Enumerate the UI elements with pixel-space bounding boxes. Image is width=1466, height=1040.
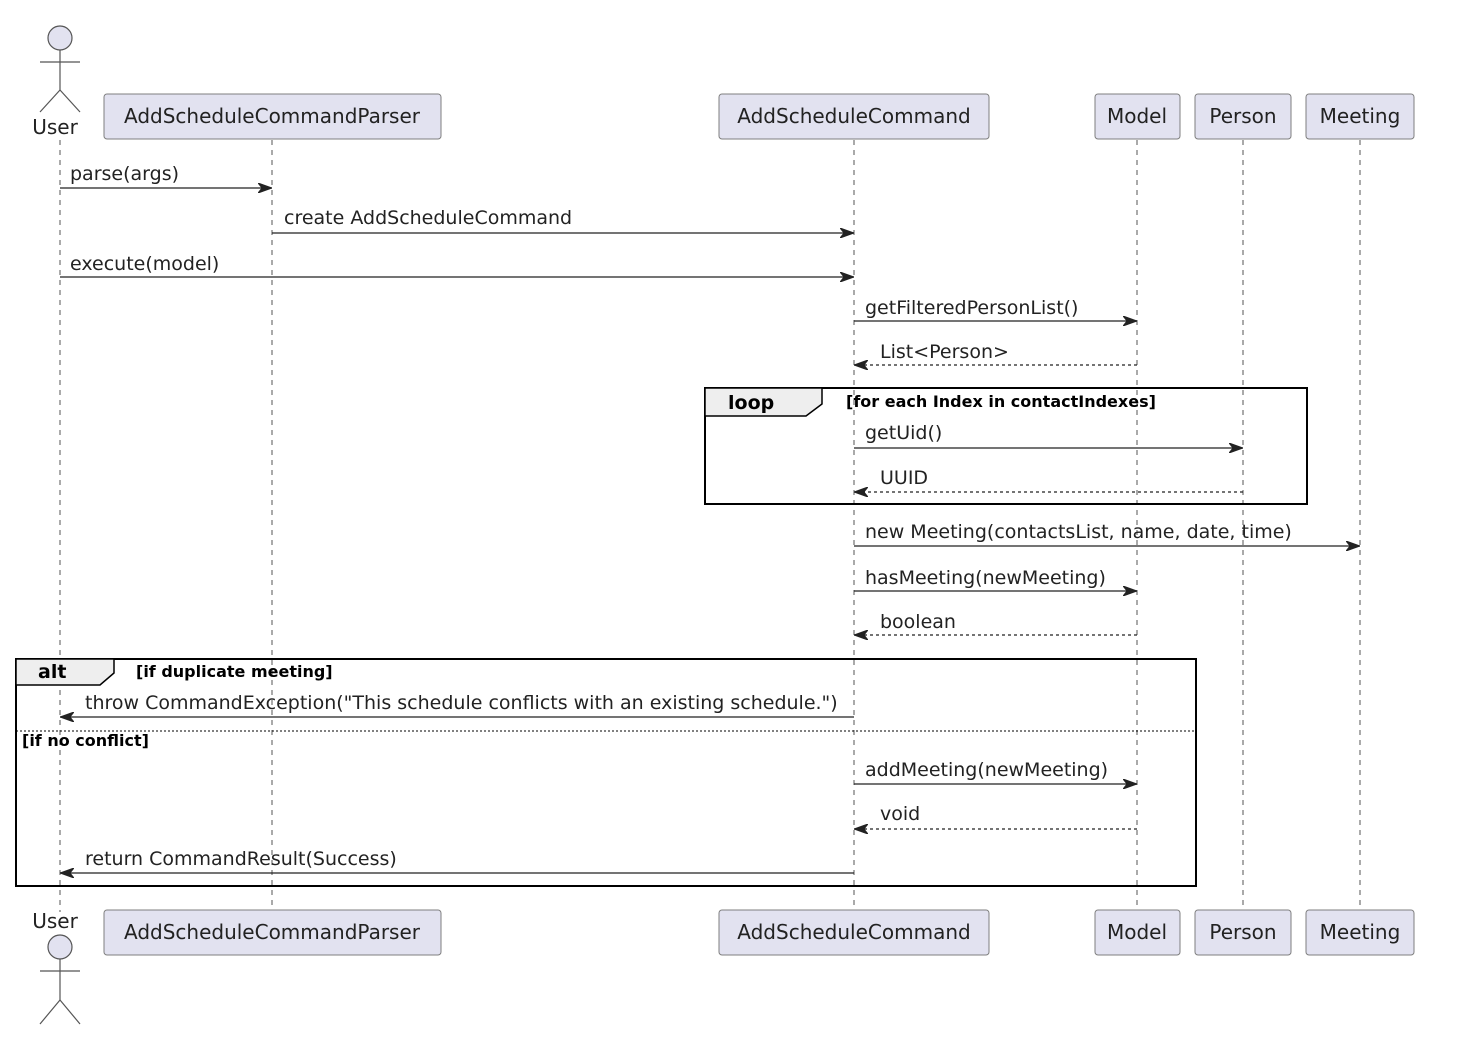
participant-label: Meeting	[1320, 104, 1401, 128]
alt-guard: [if duplicate meeting]	[136, 662, 333, 681]
message: return CommandResult(Success)	[60, 848, 854, 873]
loop-guard: [for each Index in contactIndexes]	[846, 392, 1156, 411]
message: UUID	[854, 467, 1243, 492]
message-label: getFilteredPersonList()	[865, 297, 1078, 319]
message: new Meeting(contactsList, name, date, ti…	[854, 521, 1360, 546]
participant-label: AddScheduleCommandParser	[124, 920, 421, 944]
actor-head-icon	[47, 25, 73, 51]
participant-person-top: Person	[1194, 93, 1292, 140]
participant-meeting-bottom: Meeting	[1305, 909, 1415, 956]
message-label: create AddScheduleCommand	[284, 207, 572, 229]
loop-fragment: loop [for each Index in contactIndexes]	[704, 387, 1308, 505]
participant-label: Meeting	[1320, 920, 1401, 944]
participants-bottom: User AddScheduleCommandParser AddSchedul…	[32, 909, 1415, 1025]
participant-meeting-top: Meeting	[1305, 93, 1415, 140]
participant-person-bottom: Person	[1194, 909, 1292, 956]
message-label: execute(model)	[70, 253, 219, 275]
message: parse(args)	[60, 163, 272, 188]
message-label: addMeeting(newMeeting)	[865, 759, 1108, 781]
alt-fragment: alt [if duplicate meeting] [if no confli…	[15, 658, 1197, 887]
participant-label: User	[32, 115, 78, 139]
participant-parser-bottom: AddScheduleCommandParser	[103, 909, 442, 956]
message: throw CommandException("This schedule co…	[60, 692, 854, 717]
participant-label: AddScheduleCommand	[737, 920, 970, 944]
actor-user-bottom: User	[32, 909, 81, 1025]
message: execute(model)	[60, 253, 854, 277]
participant-label: AddScheduleCommandParser	[124, 104, 421, 128]
lifelines	[59, 140, 1361, 912]
participant-parser-top: AddScheduleCommandParser	[103, 93, 442, 140]
participant-label: Person	[1209, 920, 1276, 944]
participant-label: Model	[1107, 104, 1167, 128]
message: create AddScheduleCommand	[272, 207, 854, 233]
actor-user-top: User	[32, 25, 81, 139]
message-label: parse(args)	[70, 163, 179, 185]
participant-command-bottom: AddScheduleCommand	[718, 909, 990, 956]
message: boolean	[854, 611, 1137, 635]
message-label: UUID	[880, 467, 928, 489]
message: List<Person>	[854, 341, 1137, 365]
message-label: hasMeeting(newMeeting)	[865, 567, 1106, 589]
message-label: List<Person>	[880, 341, 1009, 363]
message-label: return CommandResult(Success)	[85, 848, 397, 870]
participant-command-top: AddScheduleCommand	[718, 93, 990, 140]
participant-label: Model	[1107, 920, 1167, 944]
message-label: void	[880, 803, 920, 825]
participant-label: User	[32, 909, 78, 933]
participant-label: AddScheduleCommand	[737, 104, 970, 128]
participant-model-top: Model	[1094, 93, 1181, 140]
message-label: boolean	[880, 611, 956, 633]
participant-label: Person	[1209, 104, 1276, 128]
message-label: throw CommandException("This schedule co…	[85, 692, 838, 714]
messages: parse(args) create AddScheduleCommand ex…	[60, 163, 1360, 873]
loop-keyword: loop	[728, 392, 774, 414]
participant-model-bottom: Model	[1094, 909, 1181, 956]
message: getUid()	[854, 422, 1243, 448]
message: addMeeting(newMeeting)	[854, 759, 1137, 784]
participants-top: User AddScheduleCommandParser AddSchedul…	[32, 25, 1415, 140]
actor-head-icon	[47, 934, 73, 960]
message: getFilteredPersonList()	[854, 297, 1137, 321]
message: void	[854, 803, 1137, 829]
alt-else-guard: [if no conflict]	[22, 731, 149, 750]
message-label: getUid()	[865, 422, 942, 444]
message: hasMeeting(newMeeting)	[854, 567, 1137, 591]
message-label: new Meeting(contactsList, name, date, ti…	[865, 521, 1292, 543]
alt-keyword: alt	[38, 661, 66, 683]
